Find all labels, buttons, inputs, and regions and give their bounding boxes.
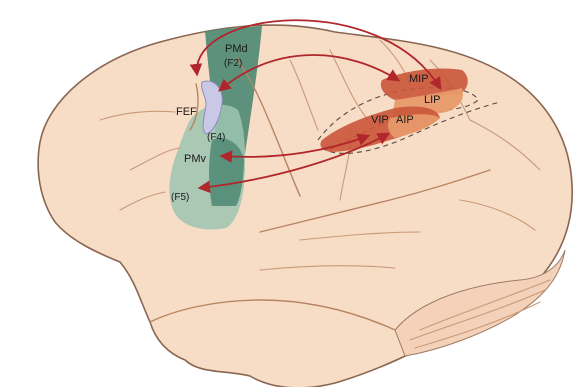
pmv-dark-area [209,138,244,206]
label-lip: LIP [424,94,441,106]
label-f5: (F5) [171,192,189,203]
label-aip: AIP [396,114,414,126]
label-fef: FEF [176,106,197,118]
label-pmd: PMd [225,43,248,55]
brain-outline [38,25,572,387]
label-mip: MIP [409,73,429,85]
label-f2: (F2) [224,58,242,69]
label-f4: (F4) [207,132,225,143]
label-vip: VIP [371,114,389,126]
label-pmv: PMv [184,153,207,165]
